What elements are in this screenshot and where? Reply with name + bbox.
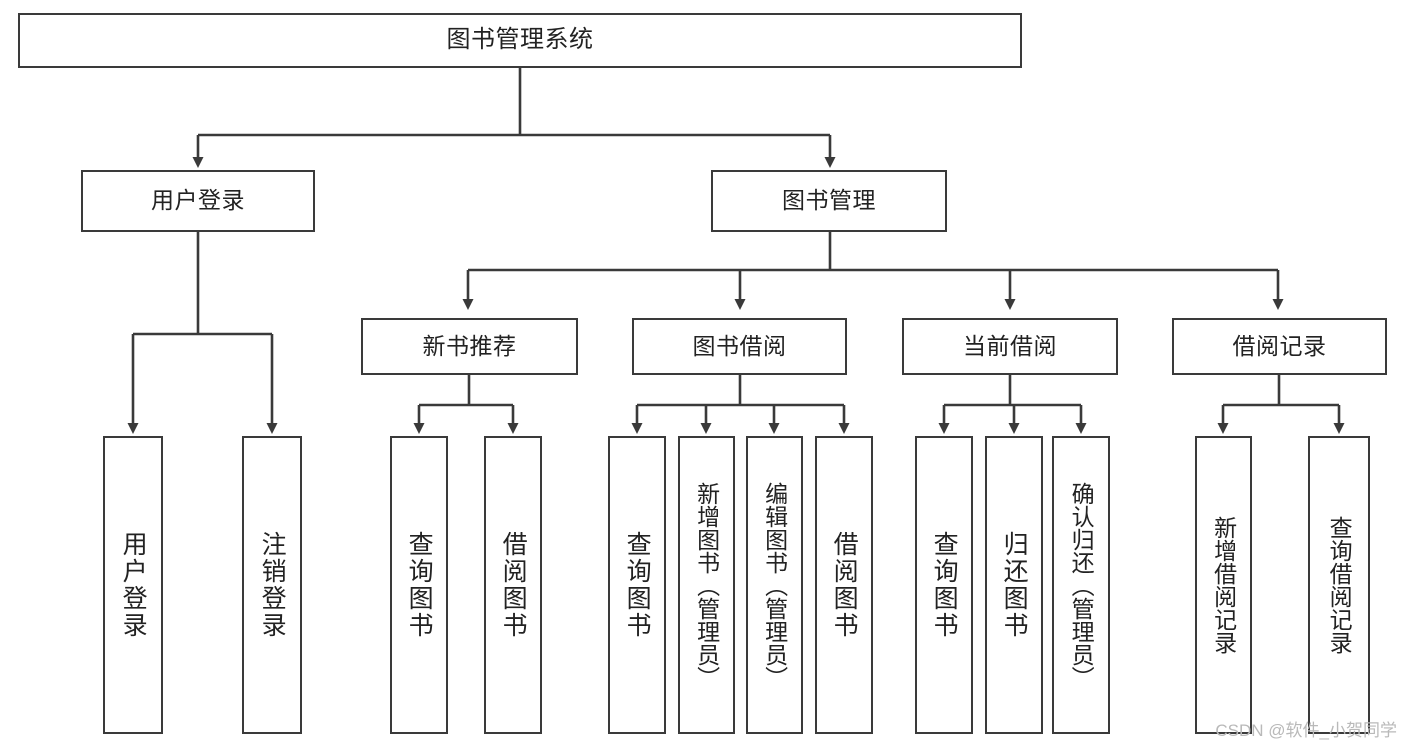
node-label: 查询借阅记录 bbox=[1326, 516, 1353, 654]
leaf-borrow-book-bookborrow[interactable]: 借阅图书 bbox=[815, 436, 873, 734]
leaf-confirm-return-admin[interactable]: 确认归还（管理员） bbox=[1052, 436, 1110, 734]
leaf-borrow-book-newbook[interactable]: 借阅图书 bbox=[484, 436, 542, 734]
node-label: 查询图书 bbox=[623, 531, 652, 639]
node-label: 用户登录 bbox=[119, 531, 148, 639]
leaf-user-login[interactable]: 用户登录 bbox=[103, 436, 163, 734]
node-label: 归还图书 bbox=[1000, 531, 1029, 639]
node-borrow-record[interactable]: 借阅记录 bbox=[1172, 318, 1387, 375]
leaf-edit-book-admin[interactable]: 编辑图书（管理员） bbox=[746, 436, 803, 734]
connector-group bbox=[127, 68, 1345, 434]
node-label: 注销登录 bbox=[258, 531, 287, 639]
node-label: 图书借阅 bbox=[692, 332, 787, 359]
leaf-query-book-currentborrow[interactable]: 查询图书 bbox=[915, 436, 973, 734]
leaf-query-book-newbook[interactable]: 查询图书 bbox=[390, 436, 448, 734]
node-label: 借阅图书 bbox=[830, 531, 859, 639]
node-label: 确认归还（管理员） bbox=[1068, 481, 1095, 689]
node-label: 图书管理系统 bbox=[446, 26, 594, 54]
node-label: 编辑图书（管理员） bbox=[761, 481, 788, 689]
node-label: 查询图书 bbox=[930, 531, 959, 639]
node-book-borrow[interactable]: 图书借阅 bbox=[632, 318, 847, 375]
node-label: 借阅图书 bbox=[499, 531, 528, 639]
node-label: 查询图书 bbox=[405, 531, 434, 639]
node-label: 新增图书（管理员） bbox=[693, 481, 720, 689]
leaf-return-book[interactable]: 归还图书 bbox=[985, 436, 1043, 734]
node-root-book-management-system[interactable]: 图书管理系统 bbox=[18, 13, 1022, 68]
node-book-management[interactable]: 图书管理 bbox=[711, 170, 947, 232]
node-new-book-recommendation[interactable]: 新书推荐 bbox=[361, 318, 578, 375]
leaf-query-book-bookborrow[interactable]: 查询图书 bbox=[608, 436, 666, 734]
node-label: 新增借阅记录 bbox=[1210, 516, 1237, 654]
leaf-logout-login[interactable]: 注销登录 bbox=[242, 436, 302, 734]
leaf-add-book-admin[interactable]: 新增图书（管理员） bbox=[678, 436, 735, 734]
node-user-login[interactable]: 用户登录 bbox=[81, 170, 315, 232]
node-label: 新书推荐 bbox=[422, 332, 517, 359]
node-label: 图书管理 bbox=[782, 187, 876, 214]
node-label: 用户登录 bbox=[151, 187, 245, 214]
node-label: 当前借阅 bbox=[963, 332, 1057, 359]
leaf-add-borrow-record[interactable]: 新增借阅记录 bbox=[1195, 436, 1252, 734]
leaf-query-borrow-record[interactable]: 查询借阅记录 bbox=[1308, 436, 1370, 734]
node-label: 借阅记录 bbox=[1232, 332, 1327, 359]
node-current-borrow[interactable]: 当前借阅 bbox=[902, 318, 1118, 375]
